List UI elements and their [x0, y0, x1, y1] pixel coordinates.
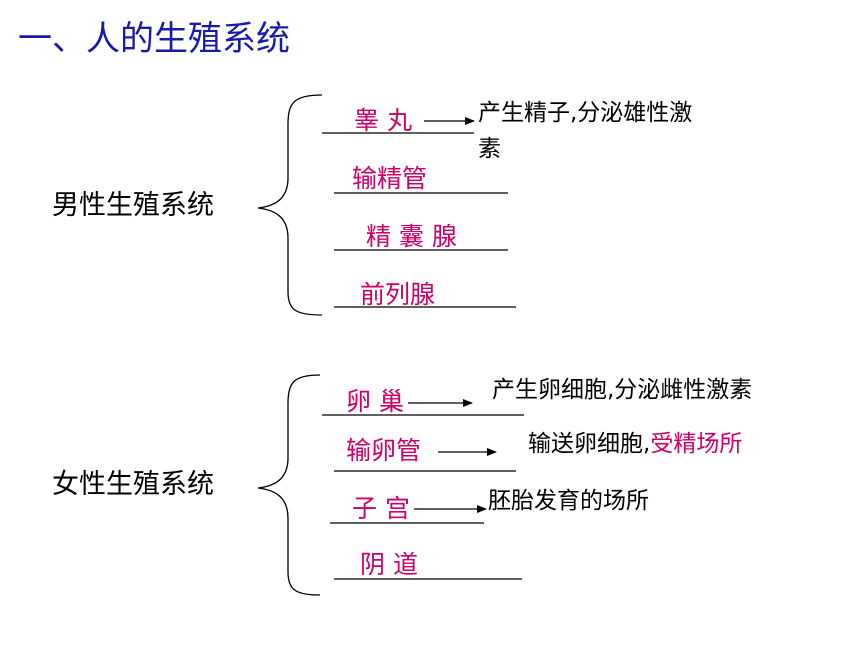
- fertilization-site-text: 受精场所: [650, 431, 743, 457]
- oviduct-function: 输送卵细胞,受精场所: [528, 433, 742, 456]
- male-organ-prostate: 前列腺: [360, 280, 436, 309]
- male-brace: [257, 94, 323, 316]
- female-organ-vagina: 阴 道: [360, 550, 418, 579]
- male-organ-vas-deferens: 输精管: [352, 164, 428, 193]
- female-organ-ovary: 卵 巢: [346, 387, 404, 416]
- male-system-label: 男性生殖系统: [52, 190, 214, 221]
- female-brace: [257, 374, 321, 596]
- uterus-function: 胚胎发育的场所: [488, 488, 649, 514]
- female-organ-uterus: 子 宫: [352, 494, 410, 523]
- female-organ-oviduct: 输卵管: [346, 436, 422, 465]
- ovary-function: 产生卵细胞,分泌雌性激素: [492, 377, 753, 403]
- oviduct-function-text: 输送卵细胞,: [528, 431, 651, 457]
- female-system-label: 女性生殖系统: [52, 469, 214, 500]
- page-title: 一、人的生殖系统: [18, 19, 290, 59]
- testis-function-line1: 产生精子,分泌雄性激: [478, 100, 693, 126]
- testis-function-line2: 素: [478, 136, 501, 162]
- male-organ-seminal-vesicle: 精 囊 腺: [366, 222, 457, 251]
- male-organ-testis: 睾 丸: [354, 106, 412, 135]
